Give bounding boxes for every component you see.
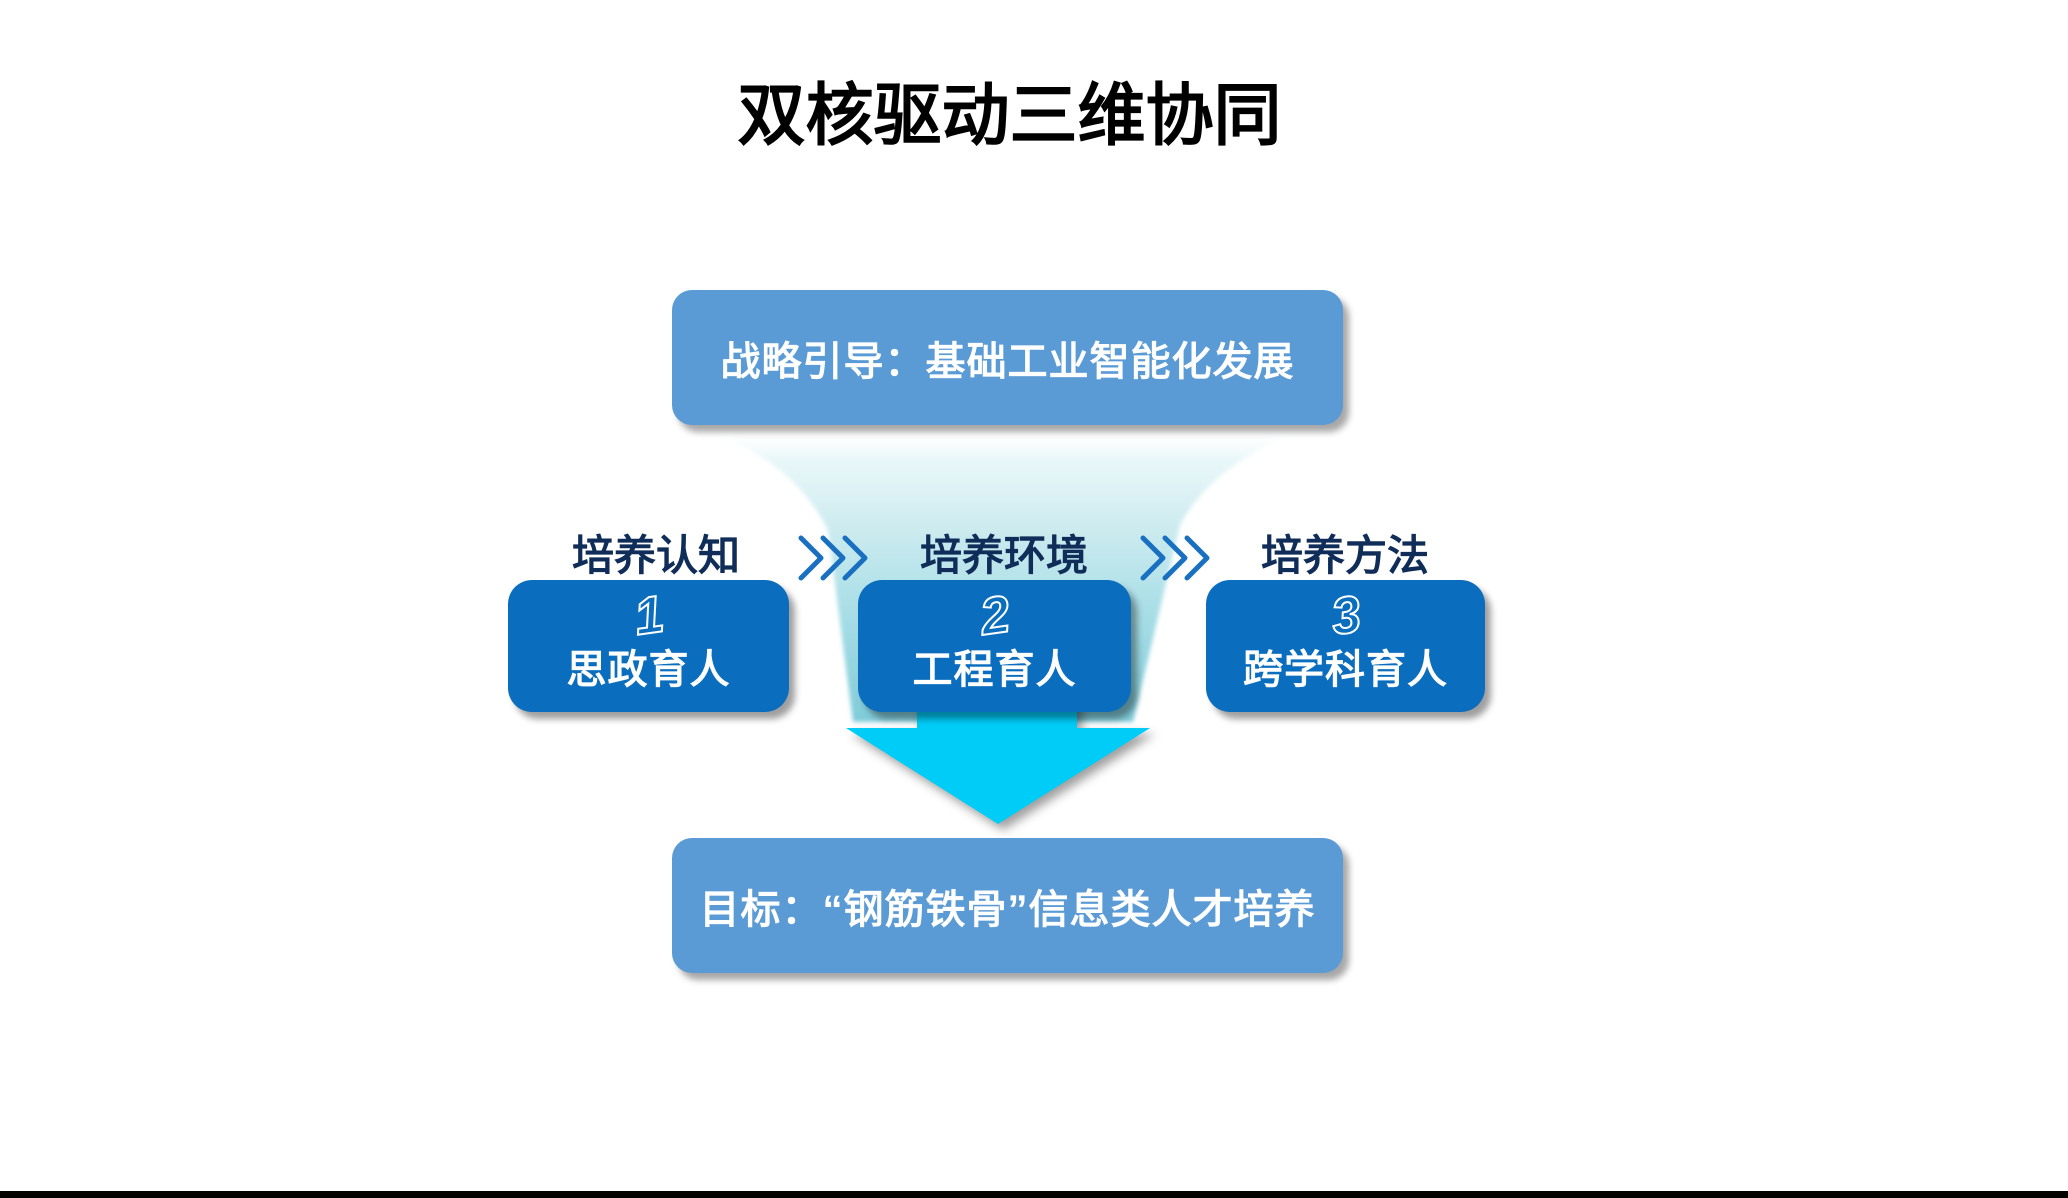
pillar-label: 思政育人 xyxy=(566,648,731,692)
pillar-number: 1 xyxy=(630,585,667,646)
pillar-box-interdisciplinary: 3 跨学科育人 xyxy=(1206,580,1485,712)
number-3-icon: 3 xyxy=(1326,584,1365,646)
down-arrow-icon xyxy=(846,696,1150,824)
pillar-box-engineering: 2 工程育人 xyxy=(858,580,1131,712)
pillar-box-ideology: 1 思政育人 xyxy=(508,580,789,712)
strategy-box-text: 战略引导：基础工业智能化发展 xyxy=(720,339,1295,384)
goal-box: 目标：“钢筋铁骨”信息类人才培养 xyxy=(672,838,1343,973)
chevron-strokes xyxy=(798,535,868,581)
pillar-label: 跨学科育人 xyxy=(1243,648,1448,692)
number-2-icon: 2 xyxy=(974,584,1014,646)
dimension-label-environment: 培养环境 xyxy=(919,532,1088,579)
chevron-right-icon xyxy=(1140,535,1210,581)
pillar-number: 2 xyxy=(975,585,1013,646)
dimension-label-cognition: 培养认知 xyxy=(571,532,740,579)
page-title: 双核驱动三维协同 xyxy=(737,78,1282,154)
goal-box-text: 目标：“钢筋铁骨”信息类人才培养 xyxy=(699,887,1316,932)
chevron-right-icon xyxy=(798,535,868,581)
funnel-shape xyxy=(695,428,1311,722)
pillar-number: 3 xyxy=(1327,585,1364,646)
strategy-box: 战略引导：基础工业智能化发展 xyxy=(672,290,1343,425)
dimension-label-method: 培养方法 xyxy=(1260,532,1429,579)
bottom-edge-bar xyxy=(0,1191,2068,1198)
chevron-strokes xyxy=(1140,535,1210,581)
pillar-label: 工程育人 xyxy=(912,648,1077,692)
number-1-icon: 1 xyxy=(629,584,668,646)
